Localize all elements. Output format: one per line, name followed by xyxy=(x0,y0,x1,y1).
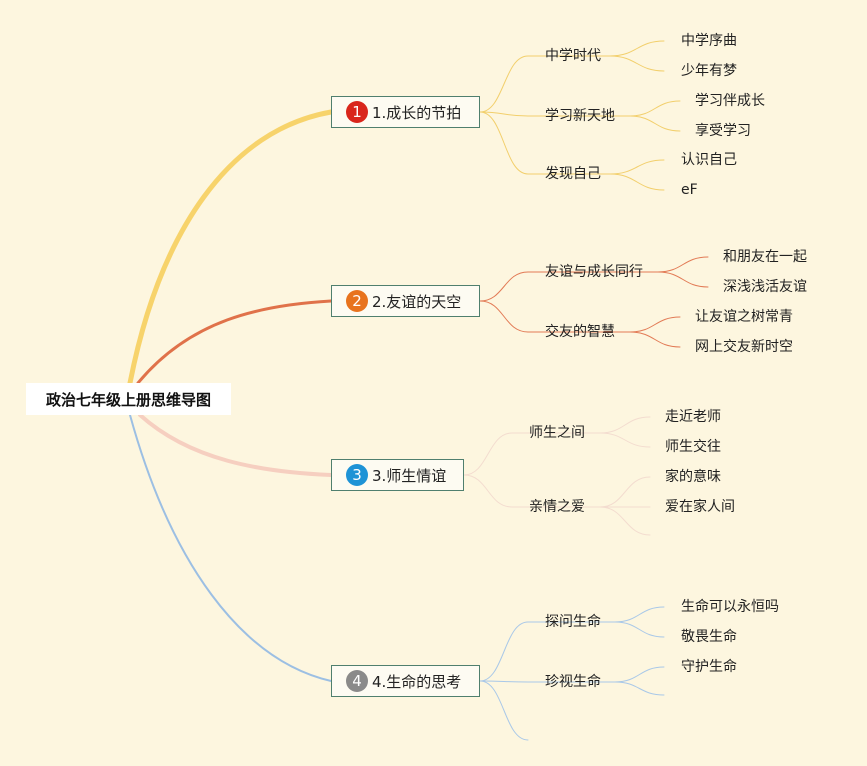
topic-middle-school-era[interactable]: 中学时代 xyxy=(545,48,601,64)
connector-b1-1 xyxy=(479,55,529,113)
connector-b2-s2-1 xyxy=(629,316,681,333)
leaf-item[interactable]: 爱在家人间 xyxy=(665,499,735,515)
connector-b4-3 xyxy=(479,680,529,741)
root-node[interactable]: 政治七年级上册思维导图 xyxy=(26,383,231,415)
leaf-item[interactable]: 深浅浅活友谊 xyxy=(723,279,807,295)
connector-b2-s1-1 xyxy=(657,256,709,273)
topic-explore-life[interactable]: 探问生命 xyxy=(545,614,601,630)
leaf-item[interactable]: 网上交友新时空 xyxy=(695,339,793,355)
topic-teacher-student[interactable]: 师生之间 xyxy=(529,425,585,441)
branch-title-1: 1.成长的节拍 xyxy=(372,103,462,122)
connector-b2-s1-2 xyxy=(657,271,709,288)
connector-b4-s1-1 xyxy=(614,606,665,623)
leaf-item[interactable]: 享受学习 xyxy=(695,123,751,139)
leaf-item[interactable]: 守护生命 xyxy=(681,659,737,675)
number-badge-3: 3 xyxy=(346,464,368,486)
leaf-item[interactable]: 少年有梦 xyxy=(681,63,737,79)
connector-main-2 xyxy=(136,299,333,385)
topic-new-learning[interactable]: 学习新天地 xyxy=(545,108,615,124)
connector-b2-2 xyxy=(479,300,529,333)
branch-node-2[interactable]: 2 2.友谊的天空 xyxy=(331,285,480,317)
connector-b3-s1-2 xyxy=(599,432,651,448)
number-badge-4: 4 xyxy=(346,670,368,692)
branch-title-4: 4.生命的思考 xyxy=(372,672,462,691)
branch-node-1[interactable]: 1 1.成长的节拍 xyxy=(331,96,480,128)
leaf-item[interactable]: 敬畏生命 xyxy=(681,629,737,645)
connector-b1-s1-1 xyxy=(609,40,665,57)
branch-node-3[interactable]: 3 3.师生情谊 xyxy=(331,459,464,491)
leaf-item[interactable]: 认识自己 xyxy=(681,152,737,168)
connector-b4-1 xyxy=(479,621,529,682)
branch-title-3: 3.师生情谊 xyxy=(372,466,447,485)
leaf-item[interactable]: 生命可以永恒吗 xyxy=(681,599,779,615)
connector-b1-s1-2 xyxy=(609,55,665,72)
leaf-item[interactable]: 家的意味 xyxy=(665,469,721,485)
number-badge-1: 1 xyxy=(346,101,368,123)
leaf-item[interactable]: 和朋友在一起 xyxy=(723,249,807,265)
leaf-item[interactable]: 学习伴成长 xyxy=(695,93,765,109)
branch-node-4[interactable]: 4 4.生命的思考 xyxy=(331,665,480,697)
connector-b4-2 xyxy=(479,680,529,683)
leaf-item[interactable]: 让友谊之树常青 xyxy=(695,309,793,325)
connector-b1-2 xyxy=(479,111,529,117)
connector-b3-s2-1 xyxy=(599,476,651,508)
leaf-item[interactable]: 中学序曲 xyxy=(681,33,737,49)
connector-main-3 xyxy=(138,413,333,477)
branch-title-2: 2.友谊的天空 xyxy=(372,292,462,311)
connector-b1-s2-2 xyxy=(629,115,681,132)
leaf-item[interactable]: 走近老师 xyxy=(665,409,721,425)
connector-b4-s2-2 xyxy=(614,681,665,696)
connector-b4-s2-1 xyxy=(614,666,665,683)
connector-main-1 xyxy=(127,109,334,386)
connector-b1-3 xyxy=(479,111,529,175)
topic-friendship-growth[interactable]: 友谊与成长同行 xyxy=(545,264,643,280)
topic-friendship-wisdom[interactable]: 交友的智慧 xyxy=(545,324,615,340)
connector-b1-s3-1 xyxy=(609,159,665,175)
leaf-item[interactable]: eF xyxy=(681,182,698,198)
connector-b1-s2-1 xyxy=(629,100,681,117)
number-badge-2: 2 xyxy=(346,290,368,312)
topic-family-love[interactable]: 亲情之爱 xyxy=(529,499,585,515)
topic-cherish-life[interactable]: 珍视生命 xyxy=(545,674,601,690)
connector-b3-s1-1 xyxy=(599,416,651,434)
connector-b3-2 xyxy=(463,474,513,508)
connector-b3-1 xyxy=(463,432,513,476)
connector-main-4 xyxy=(129,414,332,682)
connector-b1-s3-2 xyxy=(609,173,665,191)
connector-b2-s2-2 xyxy=(629,331,681,348)
topic-discover-self[interactable]: 发现自己 xyxy=(545,166,601,182)
connector-b3-s2-3 xyxy=(599,506,651,536)
connector-b4-s1-2 xyxy=(614,621,665,638)
connector-b2-1 xyxy=(479,271,529,302)
leaf-item[interactable]: 师生交往 xyxy=(665,439,721,455)
